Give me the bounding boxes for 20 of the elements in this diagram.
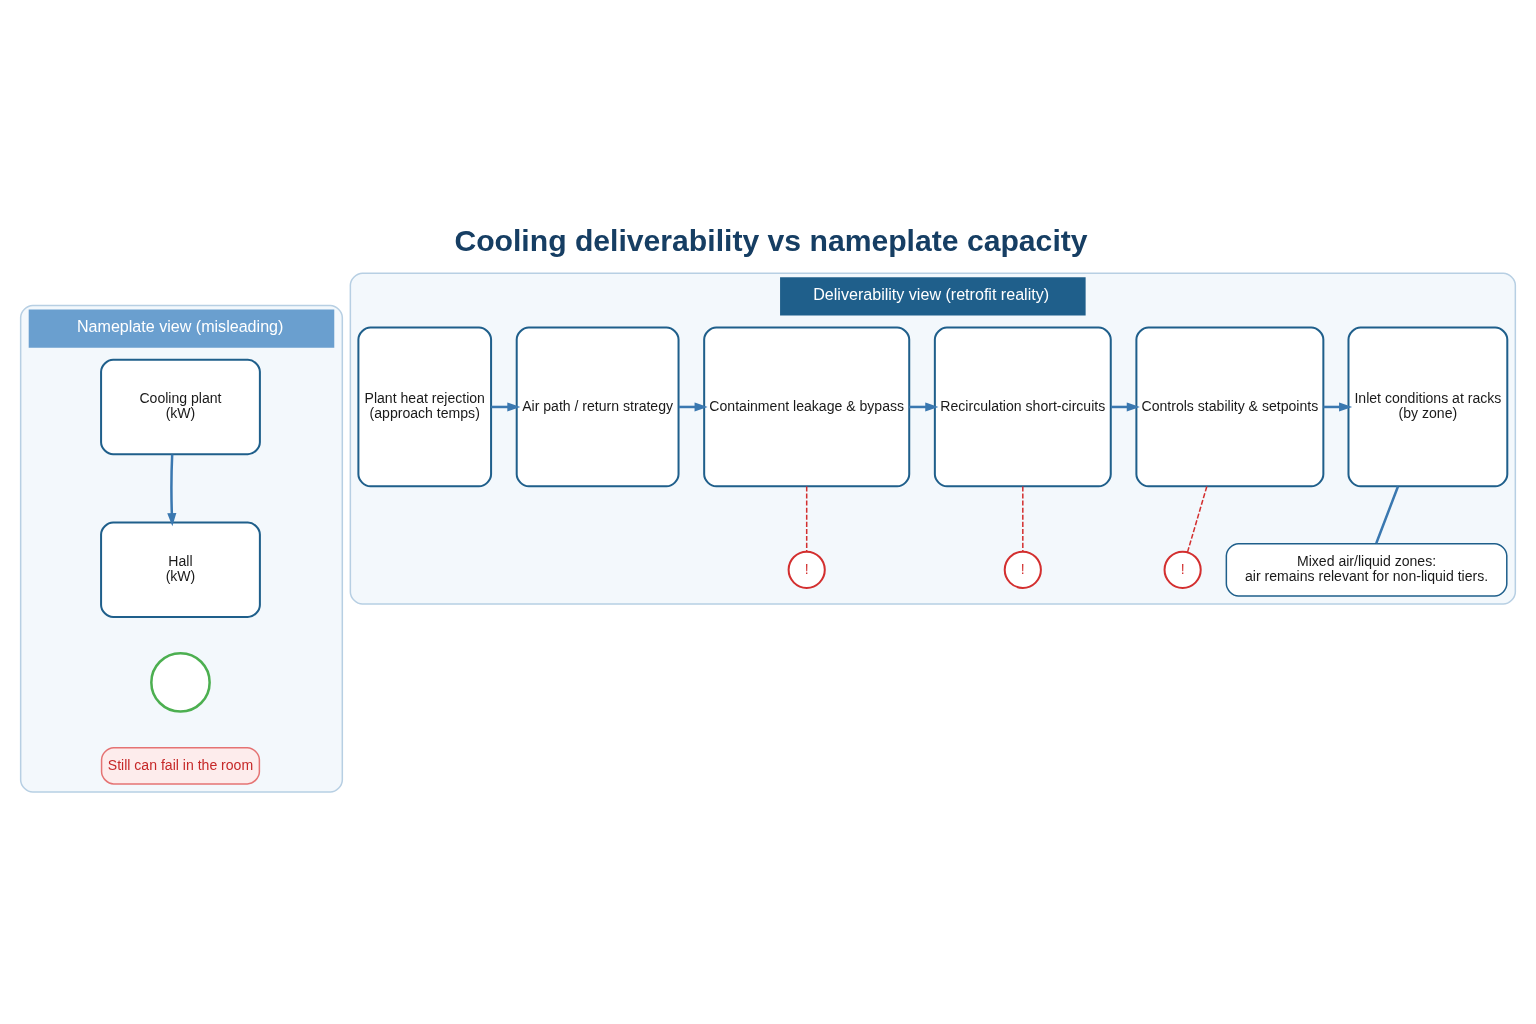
connector	[1022, 485, 1024, 553]
node-box: Recirculation short-circuits	[933, 326, 1112, 488]
diagram-title: Cooling deliverability vs nameplate capacity	[454, 224, 1088, 258]
connector	[805, 485, 808, 553]
node-box: Mixed air/liquid zones: air remains relevant for non-liquid tiers.	[1225, 542, 1508, 597]
node-box: Cooling plant (kW)	[100, 358, 261, 456]
connector	[1375, 486, 1400, 544]
node-circle	[150, 651, 211, 713]
node-circle: !	[1163, 550, 1202, 589]
node-circle: !	[787, 550, 826, 589]
connector	[1186, 485, 1208, 554]
node-box: Air path / return strategy	[515, 326, 680, 488]
node-box: Hall (kW)	[100, 521, 261, 619]
node-box: Plant heat rejection (approach temps)	[357, 326, 493, 488]
node-box: Containment leakage & bypass	[703, 326, 911, 488]
arrow	[167, 454, 177, 527]
node-circle: !	[1003, 550, 1042, 589]
node-box: Still can fail in the room	[100, 746, 261, 785]
node-box: Inlet conditions at racks (by zone)	[1347, 326, 1509, 488]
node-box: Controls stability & setpoints	[1135, 326, 1325, 488]
